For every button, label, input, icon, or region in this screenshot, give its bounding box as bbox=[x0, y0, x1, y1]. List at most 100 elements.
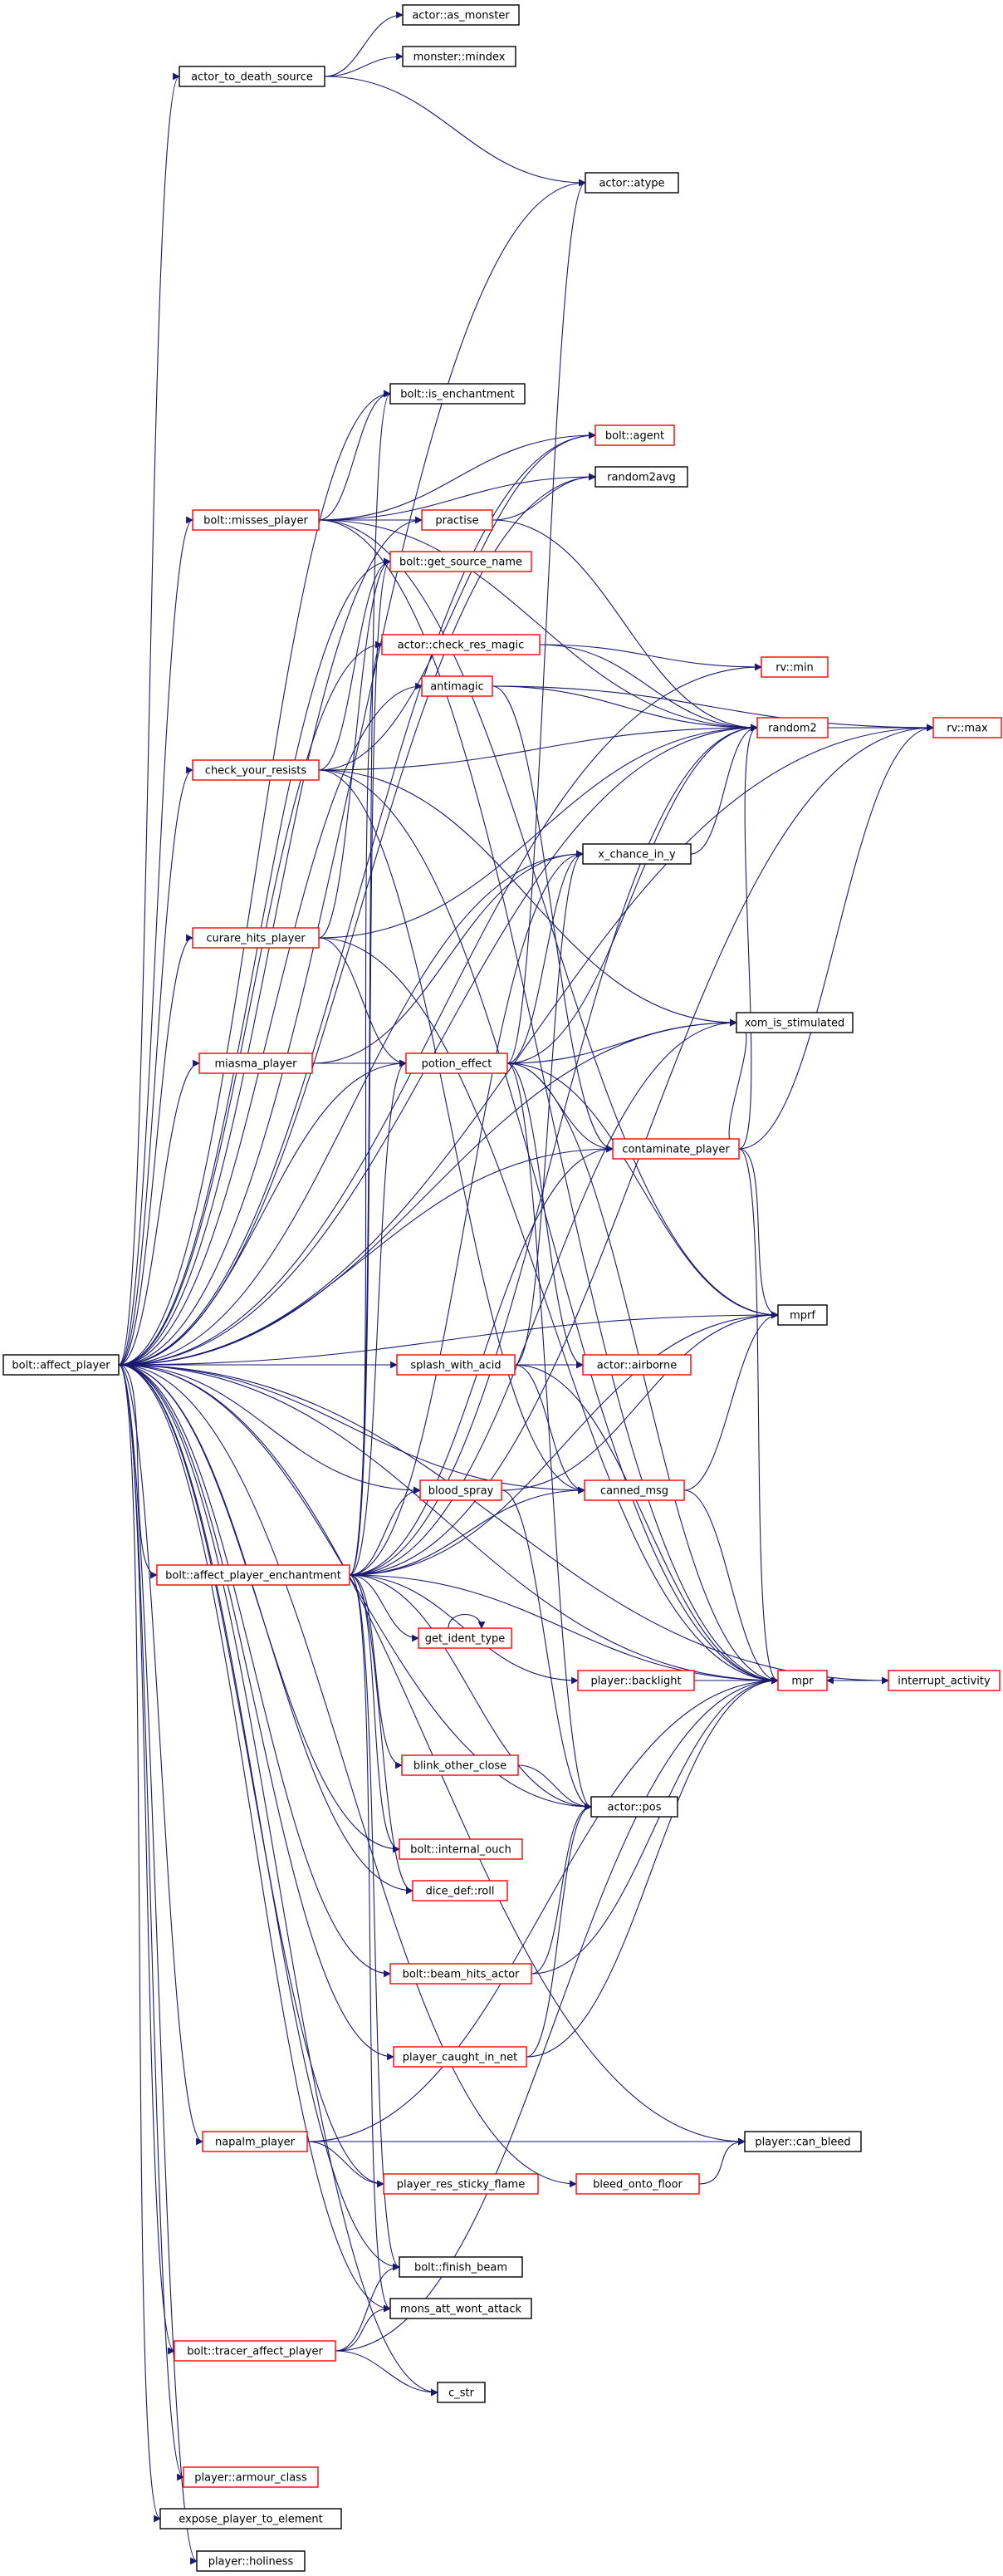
node-holiness[interactable]: player::holiness bbox=[196, 2550, 306, 2572]
node-label: dice_def::roll bbox=[426, 1886, 495, 1898]
node-mprf[interactable]: mprf bbox=[777, 1304, 828, 1326]
call-edge-affect_player_enchantment-to-finish_beam bbox=[349, 1574, 400, 2271]
node-can-bleed[interactable]: player::can_bleed bbox=[744, 2131, 862, 2152]
call-edge-blood_spray-to-actor_pos bbox=[501, 1489, 592, 1811]
node-airborne[interactable]: actor::airborne bbox=[582, 1354, 692, 1376]
edge-group bbox=[118, 1364, 413, 1895]
node-is-enchantment[interactable]: bolt::is_enchantment bbox=[389, 383, 526, 405]
node-box bbox=[399, 1838, 523, 1860]
node-get-source-name[interactable]: bolt::get_source_name bbox=[389, 551, 532, 572]
node-box bbox=[582, 843, 692, 865]
edge-group bbox=[349, 724, 758, 1576]
node-rv-min[interactable]: rv::min bbox=[761, 656, 829, 678]
call-edge-player_caught_in_net-to-mpr bbox=[526, 1676, 779, 2058]
edge-group bbox=[118, 72, 180, 1366]
node-mons-att-wont-attack[interactable]: mons_att_wont_attack bbox=[389, 2298, 532, 2319]
edge-group bbox=[506, 850, 584, 1064]
node-random2avg[interactable]: random2avg bbox=[594, 466, 688, 488]
node-napalm-player[interactable]: napalm_player bbox=[202, 2131, 308, 2152]
node-box bbox=[402, 46, 516, 67]
node-potion-effect[interactable]: potion_effect bbox=[405, 1052, 508, 1074]
call-edge-affect_player-to-interrupt_activity bbox=[118, 1364, 889, 1685]
node-affect-player-enchantment[interactable]: bolt::affect_player_enchantment bbox=[156, 1564, 350, 1586]
node-check-your-resists[interactable]: check_your_resists bbox=[192, 759, 320, 781]
edge-group bbox=[118, 1364, 779, 1685]
node-agent[interactable]: bolt::agent bbox=[594, 424, 675, 446]
call-edge-tracer_affect_player-to-mpr bbox=[335, 1676, 779, 2352]
call-edge-affect_player_enchantment-to-dice_def_roll bbox=[349, 1574, 413, 1895]
node-blink-other-close[interactable]: blink_other_close bbox=[401, 1754, 519, 1776]
node-get-ident-type[interactable]: get_ident_type bbox=[418, 1627, 512, 1649]
node-check-res-magic[interactable]: actor::check_res_magic bbox=[381, 634, 541, 655]
node-box bbox=[159, 2508, 342, 2529]
call-edge-affect_player-to-sticky_flame bbox=[118, 1364, 384, 2188]
node-blood-spray[interactable]: blood_spray bbox=[419, 1479, 502, 1501]
call-edge-affect_player-to-is_enchantment bbox=[118, 390, 391, 1366]
node-dice-def-roll[interactable]: dice_def::roll bbox=[412, 1880, 508, 1901]
edge-group bbox=[318, 769, 585, 1494]
edge-group bbox=[118, 473, 596, 1366]
call-edge-misses_player-to-mpr bbox=[318, 519, 779, 1685]
call-edge-affect_player-to-beam_hits_actor bbox=[118, 1364, 391, 1978]
node-practise[interactable]: practise bbox=[421, 509, 493, 531]
node-armour-class[interactable]: player::armour_class bbox=[183, 2466, 319, 2488]
node-mindex[interactable]: monster::mindex bbox=[402, 46, 516, 67]
call-edge-antimagic-to-random2 bbox=[492, 685, 758, 732]
node-misses-player[interactable]: bolt::misses_player bbox=[192, 509, 320, 531]
node-interrupt-activity[interactable]: interrupt_activity bbox=[888, 1670, 1001, 1691]
node-label: mprf bbox=[790, 1310, 815, 1322]
node-xom-is-stimulated[interactable]: xom_is_stimulated bbox=[736, 1012, 854, 1033]
node-tracer-affect-player[interactable]: bolt::tracer_affect_player bbox=[174, 2340, 336, 2362]
node-canned-msg[interactable]: canned_msg bbox=[584, 1479, 685, 1501]
call-edge-practise-to-random2 bbox=[492, 519, 758, 732]
call-edge-blood_spray-to-mprf bbox=[501, 1311, 779, 1491]
node-sticky-flame[interactable]: player_res_sticky_flame bbox=[383, 2173, 539, 2195]
edge-group bbox=[318, 724, 758, 939]
node-x-chance-in-y[interactable]: x_chance_in_y bbox=[582, 843, 692, 865]
call-edge-splash_with_acid-to-canned_msg bbox=[514, 1364, 585, 1494]
node-rv-max[interactable]: rv::max bbox=[932, 717, 1002, 738]
node-as-monster[interactable]: actor::as_monster bbox=[402, 4, 520, 26]
node-c-str[interactable]: c_str bbox=[437, 2382, 486, 2403]
call-edge-affect_player-to-actor_pos bbox=[118, 1364, 592, 1811]
edge-group bbox=[118, 1364, 577, 2188]
edge-group bbox=[501, 1489, 592, 1811]
node-antimagic[interactable]: antimagic bbox=[421, 675, 493, 697]
node-label: interrupt_activity bbox=[898, 1676, 991, 1688]
edge-group bbox=[531, 1803, 592, 1975]
edge-group bbox=[118, 1364, 391, 2313]
node-actor-to-death-source[interactable]: actor_to_death_source bbox=[179, 66, 325, 87]
node-label: expose_player_to_element bbox=[179, 2514, 322, 2526]
node-box bbox=[594, 466, 688, 488]
node-curare-hits-player[interactable]: curare_hits_player bbox=[192, 927, 320, 949]
edge-group bbox=[349, 1574, 400, 1853]
node-player-caught-in-net[interactable]: player_caught_in_net bbox=[393, 2046, 527, 2068]
node-actor-pos[interactable]: actor::pos bbox=[590, 1796, 678, 1818]
node-bleed-onto-floor[interactable]: bleed_onto_floor bbox=[575, 2173, 700, 2195]
call-edge-affect_player_enchantment-to-potion_effect bbox=[349, 1059, 407, 1576]
edge-group bbox=[118, 1364, 438, 2397]
node-internal-ouch[interactable]: bolt::internal_ouch bbox=[399, 1838, 523, 1860]
node-affect-player[interactable]: bolt::affect_player bbox=[2, 1354, 120, 1376]
edge-group bbox=[349, 1574, 779, 1685]
node-expose-player[interactable]: expose_player_to_element bbox=[159, 2508, 342, 2529]
node-beam-hits-actor[interactable]: bolt::beam_hits_actor bbox=[389, 1963, 532, 1985]
edge-group bbox=[506, 1062, 779, 1319]
node-atype[interactable]: actor::atype bbox=[585, 172, 679, 194]
node-finish-beam[interactable]: bolt::finish_beam bbox=[399, 2256, 523, 2278]
call-edge-actor_to_death_source-to-atype bbox=[324, 76, 586, 187]
node-miasma-player[interactable]: miasma_player bbox=[198, 1052, 313, 1074]
node-random2[interactable]: random2 bbox=[756, 717, 829, 738]
node-contaminate-player[interactable]: contaminate_player bbox=[612, 1138, 740, 1160]
node-backlight[interactable]: player::backlight bbox=[577, 1670, 695, 1691]
node-label: practise bbox=[435, 515, 478, 527]
edge-group bbox=[492, 519, 758, 732]
node-mpr[interactable]: mpr bbox=[777, 1670, 828, 1691]
node-label: mons_att_wont_attack bbox=[400, 2304, 521, 2316]
call-edge-affect_player-to-blood_spray bbox=[118, 1364, 421, 1494]
node-label: bolt::get_source_name bbox=[399, 557, 522, 569]
call-edge-affect_player-to-tracer_affect_player bbox=[118, 1364, 175, 2355]
node-box bbox=[932, 717, 1002, 738]
edge-group bbox=[349, 1574, 403, 1769]
node-splash-with-acid[interactable]: splash_with_acid bbox=[396, 1354, 516, 1376]
